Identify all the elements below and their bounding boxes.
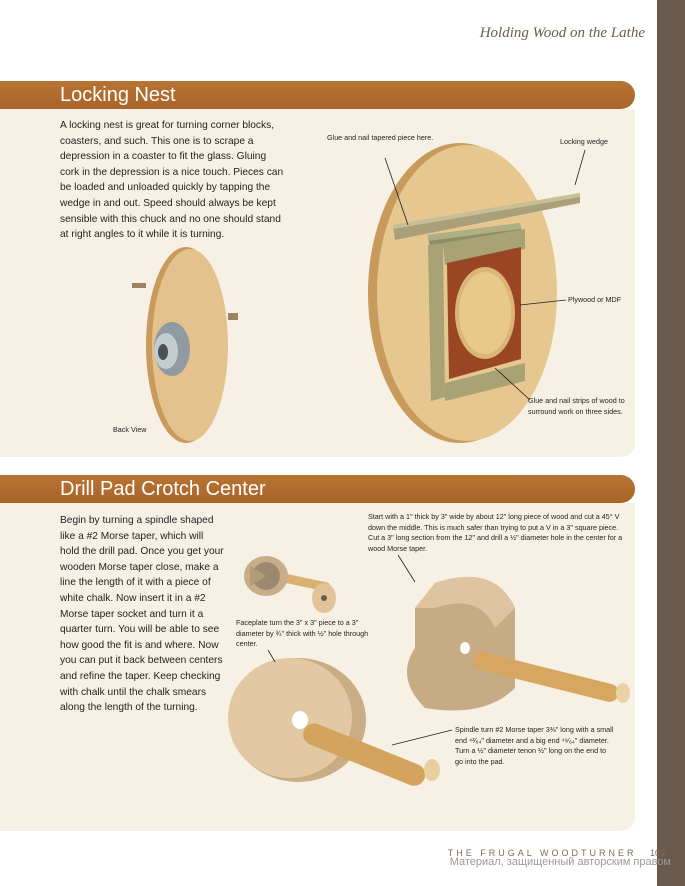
copyright-watermark: Материал, защищенный авторским правом <box>449 856 671 868</box>
callout-faceplate: Faceplate turn the 3" x 3" piece to a 3"… <box>236 618 369 648</box>
section-title: Drill Pad Crotch Center <box>60 478 266 500</box>
faceplate-disc-illustration <box>228 658 440 786</box>
callout-locking-wedge: Locking wedge <box>560 137 608 146</box>
callout-strips: Glue and nail strips of wood to surround… <box>528 396 625 416</box>
section-body-text: Begin by turning a spindle shaped like a… <box>60 515 224 714</box>
running-head: Holding Wood on the Lathe <box>479 25 645 41</box>
section-header-drill-pad: Drill Pad Crotch Center <box>0 475 635 503</box>
page-edge-bar <box>657 0 685 886</box>
callout-start: Start with a 1" thick by 3" wide by abou… <box>368 512 623 553</box>
section-title: Locking Nest <box>60 84 176 106</box>
section-header-locking-nest: Locking Nest <box>0 81 635 109</box>
page-number: 109 <box>649 848 665 858</box>
callout-glue-nail: Glue and nail tapered piece here. <box>327 133 434 142</box>
locking-nest-illustration <box>368 143 580 443</box>
callout-spindle: Spindle turn #2 Morse taper 3⅜" long wit… <box>455 725 614 766</box>
book-title: THE FRUGAL WOODTURNER <box>447 848 637 858</box>
crotch-block-illustration <box>407 576 630 711</box>
back-view-illustration <box>132 247 238 443</box>
section-body-text: A locking nest is great for turning corn… <box>60 120 284 241</box>
assembly-small-illustration <box>244 556 336 613</box>
book-title-footer: THE FRUGAL WOODTURNER 109 <box>448 848 665 858</box>
callout-plywood: Plywood or MDF <box>568 295 622 304</box>
callout-back-view: Back View <box>113 425 147 434</box>
